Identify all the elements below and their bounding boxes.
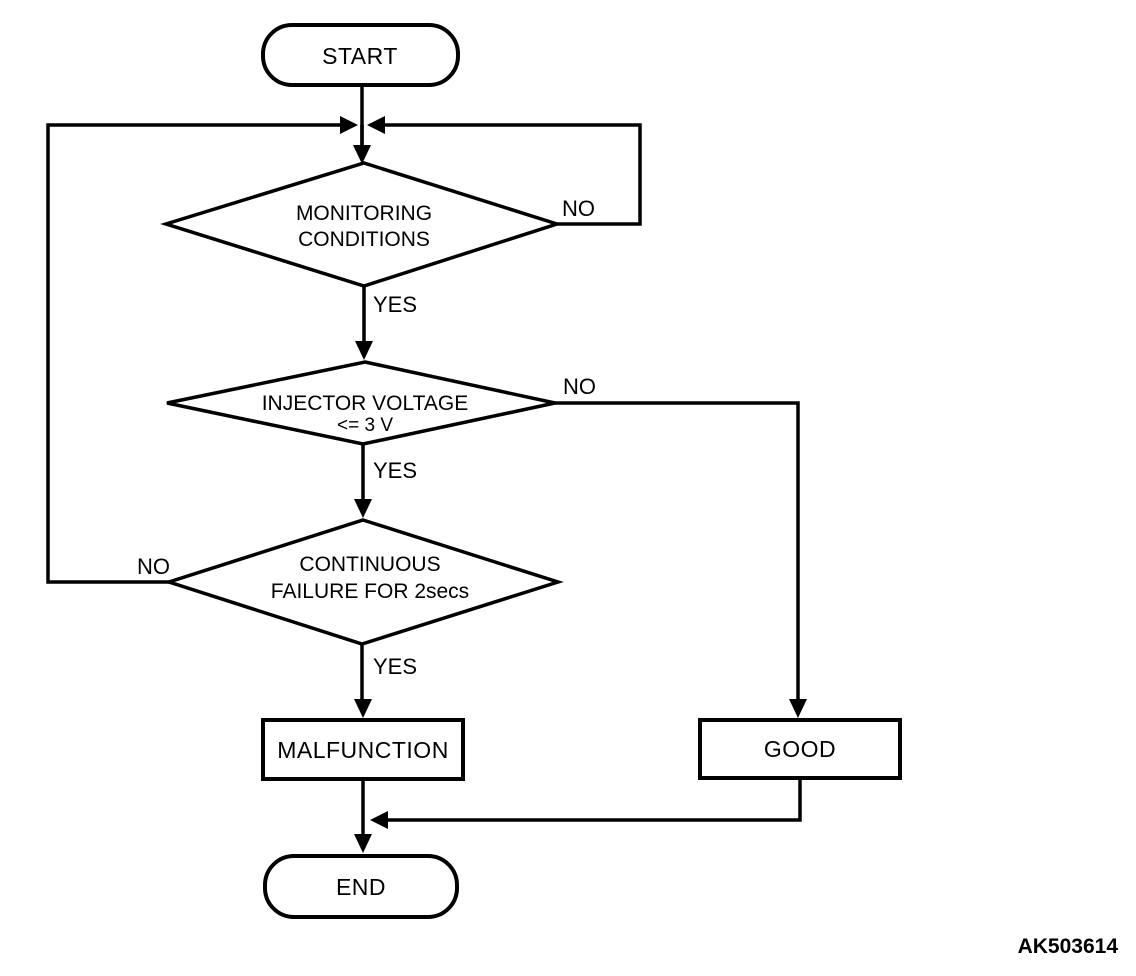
- terminator-shape: [261, 23, 460, 87]
- end-node: END: [263, 854, 459, 919]
- monitoring-conditions-decision: MONITORING CONDITIONS: [160, 161, 563, 288]
- figure-code: AK503614: [1018, 935, 1119, 958]
- continuous-failure-decision: CONTINUOUS FAILURE FOR 2secs: [163, 518, 564, 646]
- good-node: GOOD: [698, 718, 902, 780]
- injector-voltage-decision: INJECTOR VOLTAGE <= 3 V: [166, 360, 556, 446]
- continuous-no-label: NO: [137, 554, 170, 579]
- process-box-shape: [261, 718, 465, 781]
- arrowhead-down-icon: [354, 834, 372, 853]
- arrowhead-down-icon: [354, 699, 372, 718]
- connector-line: [388, 778, 802, 822]
- end-label: END: [336, 874, 386, 900]
- decision-diamond-shape: [166, 360, 556, 446]
- arrowhead-down-icon: [355, 341, 373, 360]
- injector-no-label: NO: [563, 374, 596, 399]
- monitoring-label-line2: CONDITIONS: [298, 228, 430, 251]
- malfunction-node: MALFUNCTION: [261, 718, 465, 781]
- good-label: GOOD: [764, 736, 836, 762]
- monitoring-yes-label: YES: [373, 292, 417, 317]
- start-label: START: [322, 43, 398, 69]
- edge-malfunction-to-end: [354, 779, 372, 853]
- start-node: START: [261, 23, 460, 87]
- arrowhead-down-icon: [789, 699, 807, 718]
- edge-continuous-yes: [354, 644, 372, 718]
- edge-start-to-monitoring: [353, 85, 371, 164]
- edge-continuous-no-loop: [46, 116, 358, 584]
- continuous-label-line1: CONTINUOUS: [299, 553, 440, 576]
- process-box-shape: [698, 718, 902, 780]
- injector-label-line1: INJECTOR VOLTAGE: [262, 392, 469, 415]
- continuous-label-line2: FAILURE FOR 2secs: [271, 580, 469, 603]
- injector-yes-label: YES: [373, 458, 417, 483]
- edge-injector-yes: [354, 444, 372, 518]
- monitoring-label-line1: MONITORING: [296, 202, 432, 225]
- edge-good-to-merge: [370, 778, 802, 829]
- injector-label-line2: <= 3 V: [337, 415, 393, 436]
- arrowhead-right-icon: [340, 116, 358, 134]
- edge-monitoring-yes: [355, 286, 373, 360]
- terminator-shape: [263, 854, 459, 919]
- monitoring-no-label: NO: [562, 196, 595, 221]
- connector-line: [46, 123, 340, 584]
- decision-diamond-shape: [163, 518, 564, 646]
- edge-injector-no: [555, 401, 807, 718]
- arrowhead-down-icon: [354, 499, 372, 518]
- arrowhead-left-icon: [370, 811, 388, 829]
- connector-line: [385, 123, 642, 226]
- arrowhead-down-icon: [353, 145, 371, 164]
- arrowhead-left-icon: [367, 116, 385, 134]
- edge-monitoring-no-loop: [367, 116, 642, 226]
- malfunction-label: MALFUNCTION: [277, 737, 449, 763]
- continuous-yes-label: YES: [373, 654, 417, 679]
- decision-diamond-shape: [160, 161, 563, 288]
- connector-line: [555, 401, 800, 700]
